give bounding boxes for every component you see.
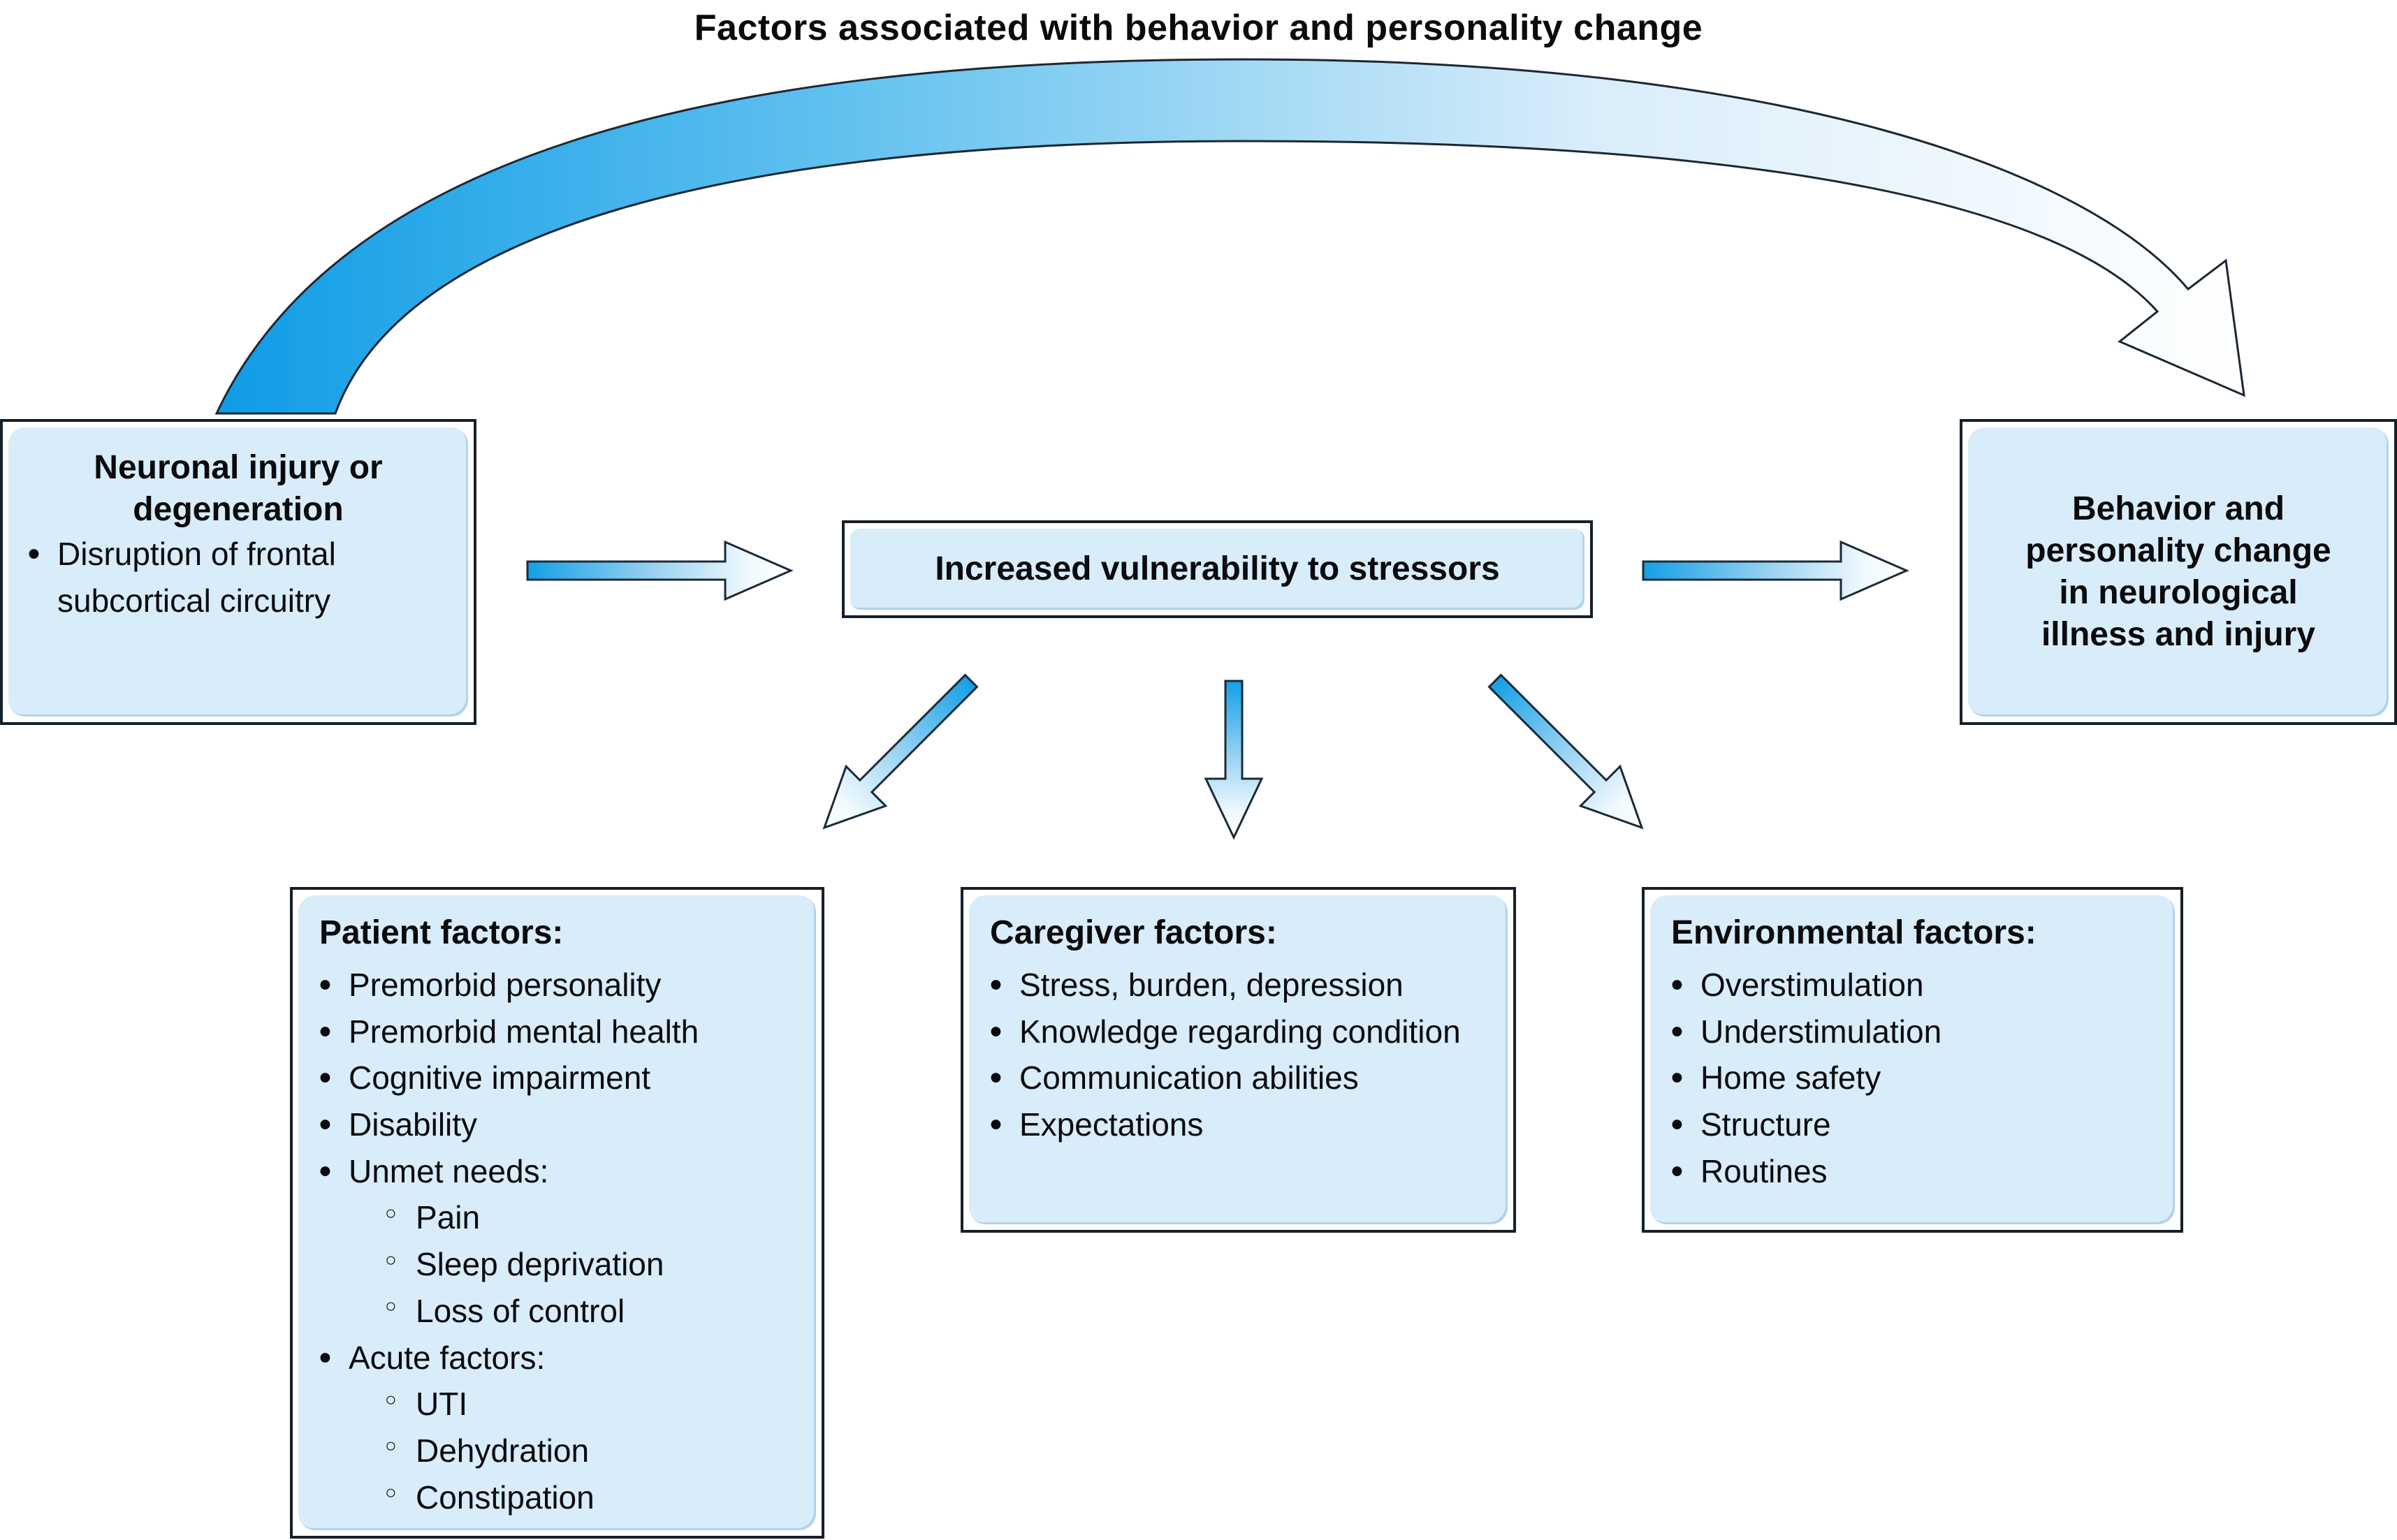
environmental-factors-heading: Environmental factors: [1671, 914, 2037, 951]
neuronal-injury-heading: Neuronal injury or degeneration [94, 449, 383, 528]
list-item: Disability [316, 1100, 798, 1149]
patient-factors-list: Premorbid personality Premorbid mental h… [316, 960, 798, 1521]
list-item: Premorbid mental health [316, 1007, 798, 1056]
vulnerability-heading: Increased vulnerability to stressors [935, 550, 1500, 587]
environmental-factors-list: Overstimulation Understimulation Home sa… [1668, 960, 2157, 1196]
list-item: Communication abilities [987, 1053, 1489, 1102]
list-item: Pain [384, 1194, 798, 1241]
list-item: Sleep deprivation [384, 1241, 798, 1288]
patient-factors-box: Patient factors: Premorbid personality P… [290, 887, 824, 1539]
arrow-to-caregiver-factors-icon [1204, 680, 1264, 840]
neuronal-injury-bullet: Disruption of frontal subcortical circui… [25, 529, 451, 624]
list-item: Dehydration [384, 1428, 798, 1474]
list-item: Knowledge regarding condition [987, 1007, 1489, 1056]
caregiver-factors-heading: Caregiver factors: [990, 914, 1277, 951]
list-item: Expectations [987, 1100, 1489, 1149]
caregiver-factors-list: Stress, burden, depression Knowledge reg… [987, 960, 1489, 1149]
list-item: Constipation [384, 1474, 798, 1521]
list-item: Structure [1668, 1100, 2157, 1149]
list-item: Loss of control [384, 1288, 798, 1335]
behavior-change-heading: Behavior and personality change in neuro… [2025, 490, 2331, 653]
arrow-to-environmental-factors-icon [1487, 673, 1644, 830]
caregiver-factors-box: Caregiver factors: Stress, burden, depre… [961, 887, 1516, 1233]
arrow-neuronal-to-vulnerability-icon [526, 540, 794, 601]
neuronal-injury-box: Neuronal injury or degeneration Disrupti… [0, 419, 476, 725]
diagram-title: Factors associated with behavior and per… [694, 8, 1703, 48]
list-item: Routines [1668, 1147, 2157, 1196]
patient-factors-heading: Patient factors: [319, 914, 564, 951]
list-item: Premorbid personality [316, 960, 798, 1009]
environmental-factors-box: Environmental factors: Overstimulation U… [1642, 887, 2183, 1233]
list-item: Understimulation [1668, 1007, 2157, 1056]
arrow-vulnerability-to-behavior-icon [1642, 540, 1909, 601]
list-item: Stress, burden, depression [987, 960, 1489, 1009]
curved-arrow-icon [214, 58, 2245, 415]
list-item: Overstimulation [1668, 960, 2157, 1009]
arrow-to-patient-factors-icon [822, 673, 979, 830]
list-item: Acute factors: [316, 1333, 798, 1382]
vulnerability-box: Increased vulnerability to stressors [842, 520, 1593, 618]
list-item: Unmet needs: [316, 1147, 798, 1196]
list-item: Cognitive impairment [316, 1053, 798, 1102]
list-item: Home safety [1668, 1053, 2157, 1102]
behavior-change-box: Behavior and personality change in neuro… [1960, 419, 2397, 725]
list-item: UTI [384, 1381, 798, 1428]
